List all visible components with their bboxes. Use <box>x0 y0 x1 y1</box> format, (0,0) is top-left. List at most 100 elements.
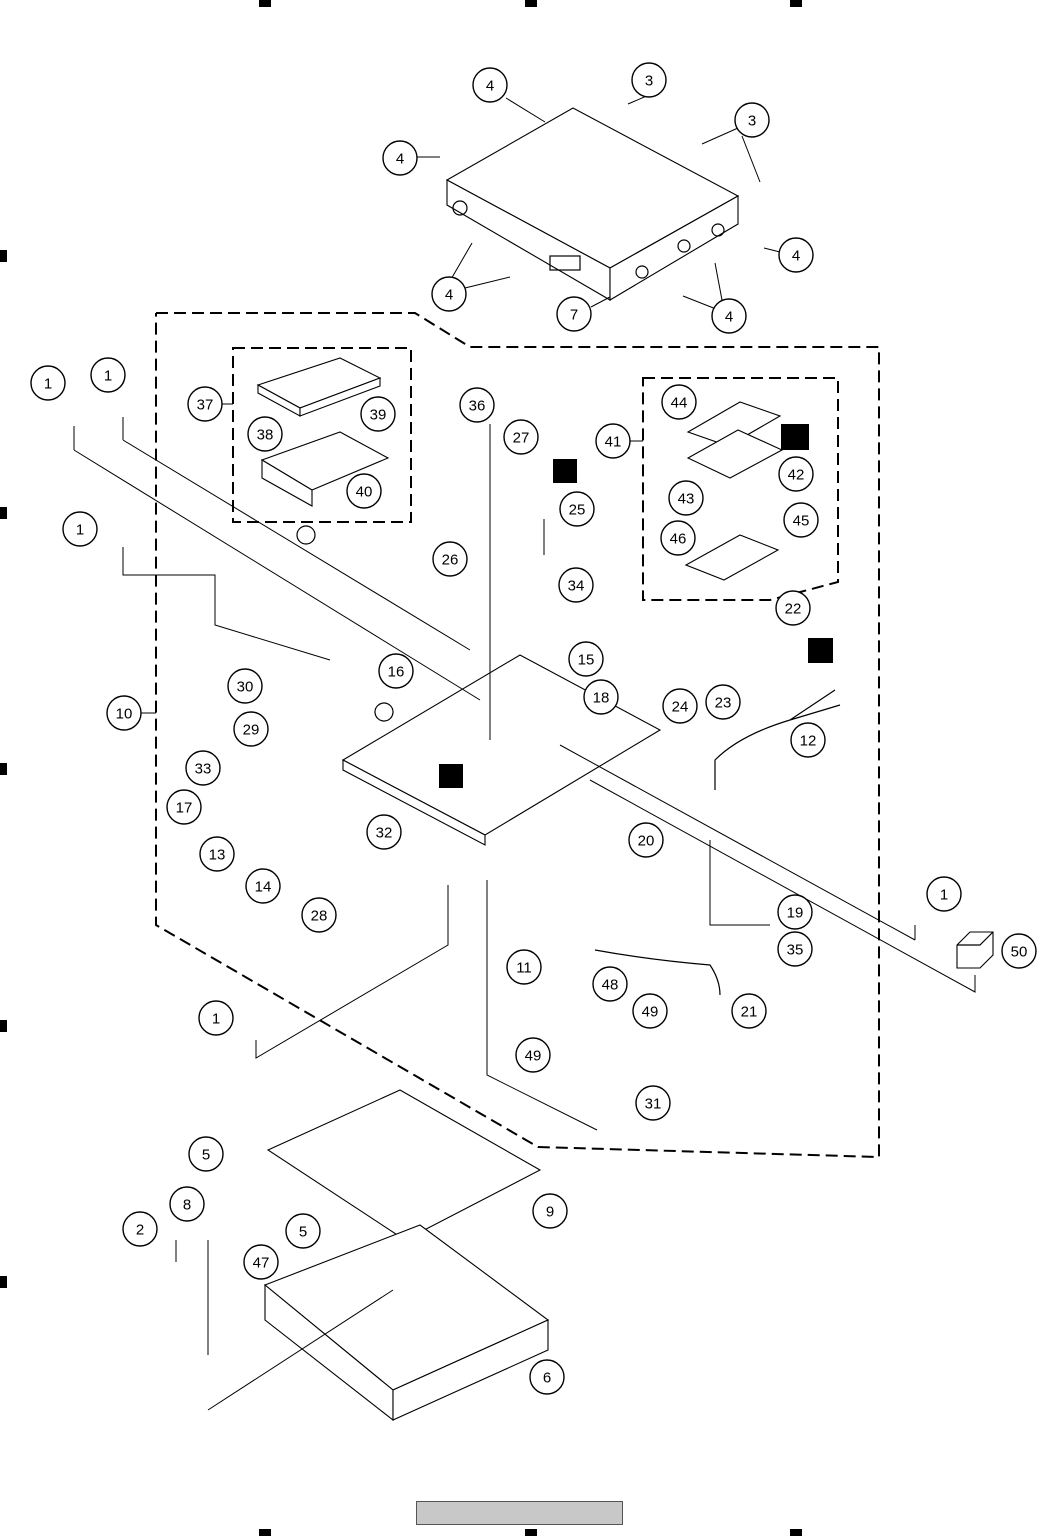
callout-circle <box>346 473 382 509</box>
callout-label: 40 <box>356 484 373 501</box>
sub-assembly-37-boundary <box>232 347 412 523</box>
callout-circle <box>777 894 813 930</box>
callout-circle <box>360 396 396 432</box>
callout-circle <box>558 567 594 603</box>
callout-4: 4 <box>711 298 747 334</box>
callout-label: 30 <box>237 679 254 696</box>
callout-circle <box>559 491 595 527</box>
callout-label: 42 <box>788 467 805 484</box>
callout-circle <box>366 814 402 850</box>
callout-label: 1 <box>76 522 84 539</box>
callout-circle <box>632 993 668 1029</box>
callout-27: 27 <box>503 419 539 455</box>
callout-circle <box>185 750 221 786</box>
callout-label: 5 <box>202 1147 210 1164</box>
callout-7: 7 <box>556 296 592 332</box>
callout-44: 44 <box>661 384 697 420</box>
callout-circle <box>247 416 283 452</box>
callout-circle <box>775 590 811 626</box>
callout-circle <box>778 456 814 492</box>
callout-circle <box>1001 933 1037 969</box>
callout-circle <box>734 102 770 138</box>
callout-31: 31 <box>635 1085 671 1121</box>
callout-4: 4 <box>472 67 508 103</box>
callout-label: 35 <box>787 942 804 959</box>
callout-circle <box>583 679 619 715</box>
callout-label: 43 <box>678 491 695 508</box>
callout-circle <box>301 897 337 933</box>
main-pcb-part <box>341 654 662 846</box>
callout-circle <box>106 695 142 731</box>
callout-circle <box>432 541 468 577</box>
callout-label: 1 <box>44 376 52 393</box>
callout-circle <box>506 949 542 985</box>
callout-label: 49 <box>642 1004 659 1021</box>
callout-38: 38 <box>247 416 283 452</box>
callout-circle <box>169 1186 205 1222</box>
part-50-cube <box>956 931 994 969</box>
callout-label: 21 <box>741 1004 758 1021</box>
callout-1: 1 <box>198 1000 234 1036</box>
callout-label: 11 <box>516 960 532 977</box>
callout-20: 20 <box>628 822 664 858</box>
callout-label: 50 <box>1011 944 1028 961</box>
footer-bar <box>416 1501 623 1525</box>
callout-label: 6 <box>543 1370 551 1387</box>
callout-12: 12 <box>790 722 826 758</box>
leader-lines <box>73 88 976 1411</box>
callout-24: 24 <box>662 688 698 724</box>
callout-label: 4 <box>725 309 733 326</box>
registration-marks <box>0 0 802 1536</box>
callout-33: 33 <box>185 750 221 786</box>
callout-4: 4 <box>778 237 814 273</box>
callout-circle <box>187 386 223 422</box>
callout-label: 16 <box>388 664 405 681</box>
callout-1: 1 <box>30 365 66 401</box>
callout-circle <box>166 789 202 825</box>
callout-4: 4 <box>431 276 467 312</box>
callout-2: 2 <box>122 1211 158 1247</box>
callout-35: 35 <box>777 931 813 967</box>
callout-label: 3 <box>748 113 756 130</box>
callout-label: 3 <box>645 73 653 90</box>
callout-25: 25 <box>559 491 595 527</box>
callout-1: 1 <box>62 511 98 547</box>
callout-4: 4 <box>382 140 418 176</box>
callout-23: 23 <box>705 684 741 720</box>
reference-circle <box>374 702 394 722</box>
callout-circle <box>90 357 126 393</box>
callout-45: 45 <box>783 502 819 538</box>
callout-label: 1 <box>104 368 112 385</box>
callout-3: 3 <box>631 62 667 98</box>
callout-label: 9 <box>546 1204 554 1221</box>
callout-6: 6 <box>529 1359 565 1395</box>
callout-28: 28 <box>301 897 337 933</box>
callout-22: 22 <box>775 590 811 626</box>
callout-label: 33 <box>195 761 212 778</box>
callout-1: 1 <box>90 357 126 393</box>
callout-label: 45 <box>793 513 810 530</box>
callout-label: 29 <box>243 722 260 739</box>
callout-circle <box>556 296 592 332</box>
callout-circle <box>198 1000 234 1036</box>
callout-label: 14 <box>255 879 272 896</box>
callout-label: 4 <box>486 78 494 95</box>
callout-label: 15 <box>578 652 595 669</box>
main-assembly-boundary <box>155 312 880 1159</box>
callout-label: 36 <box>469 398 486 415</box>
callout-41: 41 <box>595 423 631 459</box>
callout-10: 10 <box>106 695 142 731</box>
callout-label: 4 <box>396 151 404 168</box>
callout-label: 47 <box>253 1255 270 1272</box>
callout-46: 46 <box>660 520 696 556</box>
sub-board-37-part <box>256 357 390 507</box>
callout-circle <box>705 684 741 720</box>
reference-circle <box>296 525 316 545</box>
callout-circle <box>529 1359 565 1395</box>
callout-label: 7 <box>570 307 578 324</box>
callout-17: 17 <box>166 789 202 825</box>
callout-circle <box>731 993 767 1029</box>
callout-label: 26 <box>442 552 459 569</box>
callout-circle <box>233 711 269 747</box>
callout-label: 25 <box>569 502 586 519</box>
